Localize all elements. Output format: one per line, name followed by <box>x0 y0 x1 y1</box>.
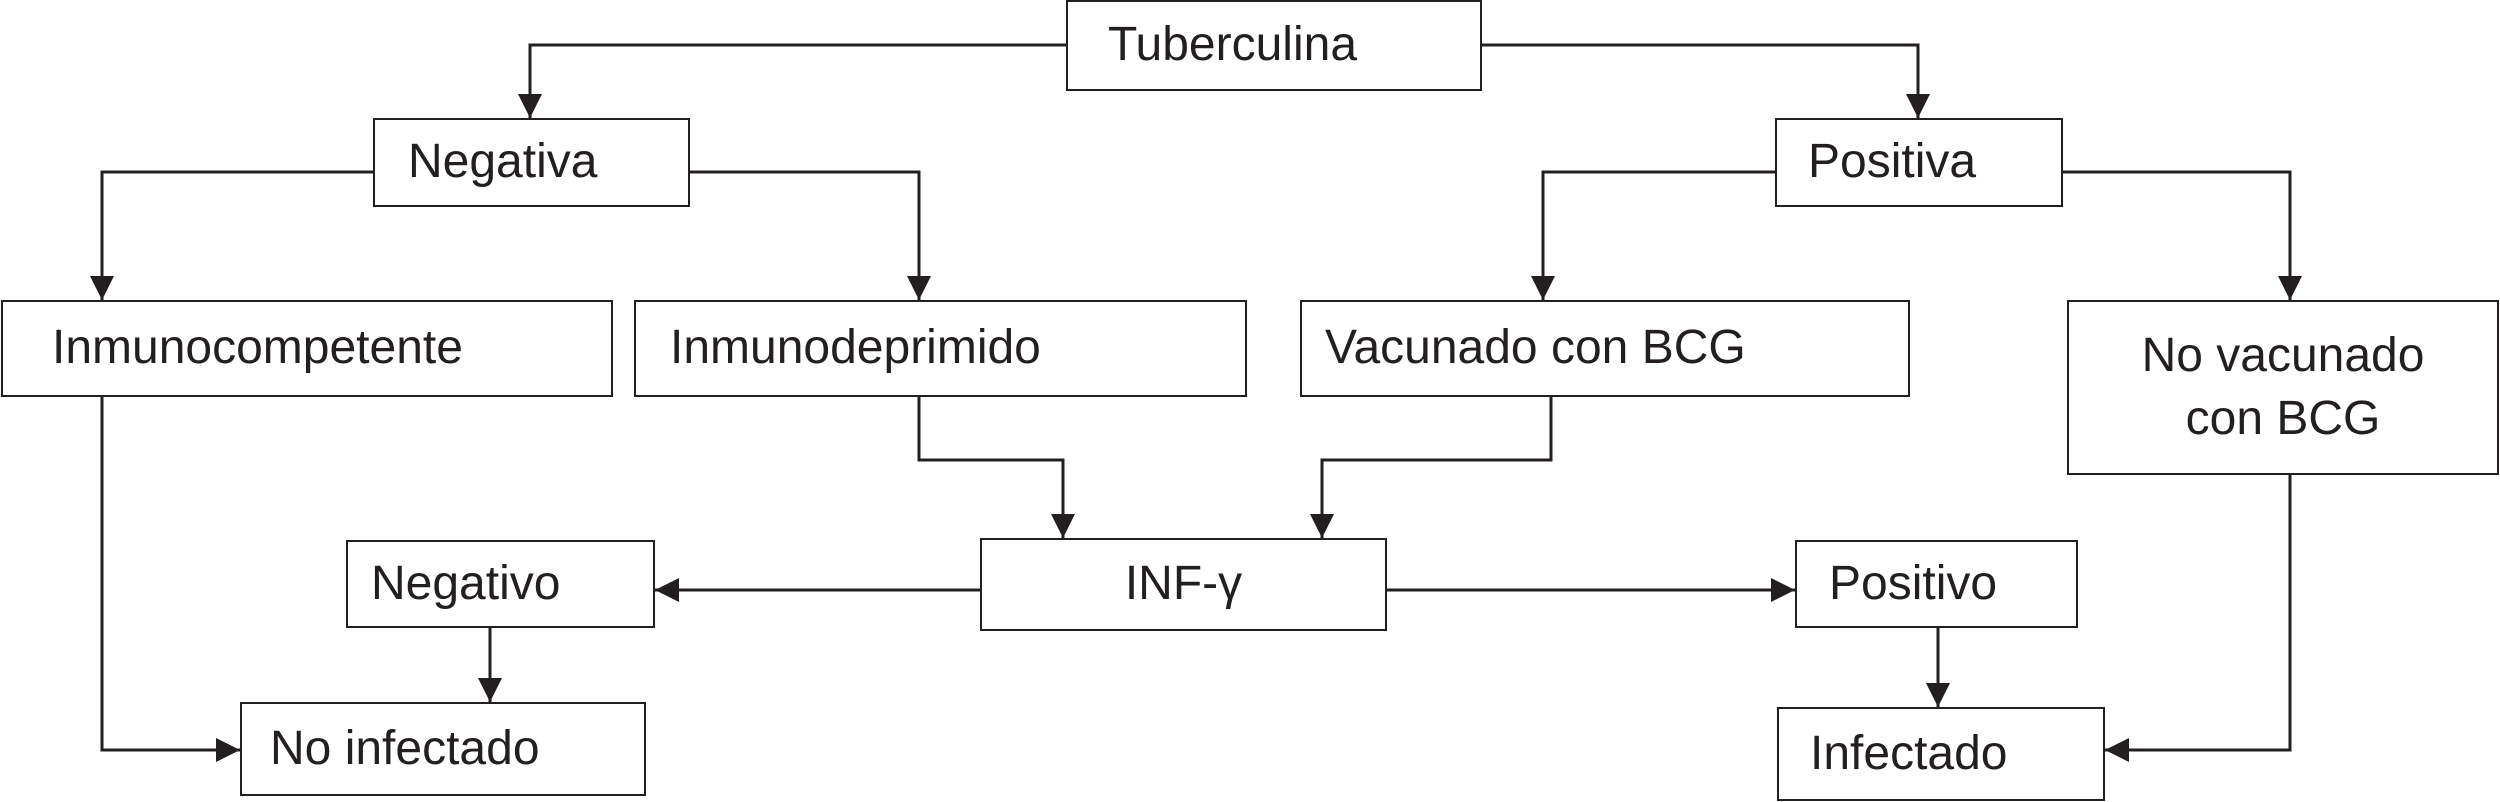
edge-vacunado-inf <box>1310 397 1553 538</box>
node-vacunado: Vacunado con BCG <box>1300 300 1910 397</box>
edge-no-vacunado-infectado <box>2105 475 2292 762</box>
node-inmunodeprimido-label: Inmunodeprimido <box>670 321 1041 375</box>
node-no-infectado: No infectado <box>240 702 646 796</box>
edge-positiva-vacunado <box>1531 170 1775 300</box>
node-negativa-label: Negativa <box>408 135 598 189</box>
node-no-vacunado-label: No vacunado con BCG <box>2141 329 2425 445</box>
edge-negativa-inmunocompetente <box>90 170 373 300</box>
node-negativo-label: Negativo <box>371 556 561 610</box>
node-inmunocompetente: Inmunocompetente <box>1 300 613 397</box>
node-positiva: Positiva <box>1775 118 2063 207</box>
node-no-vacunado: No vacunado con BCG <box>2067 300 2499 475</box>
node-inf-gamma: INF-γ <box>980 538 1387 631</box>
edge-negativa-inmunodeprimido <box>690 170 931 300</box>
node-inmunodeprimido: Inmunodeprimido <box>634 300 1247 397</box>
node-infectado-label: Infectado <box>1810 726 2008 780</box>
node-inmunocompetente-label: Inmunocompetente <box>52 321 463 375</box>
node-positiva-label: Positiva <box>1808 135 1977 189</box>
edge-positiva-no-vacunado <box>2063 170 2302 300</box>
node-tuberculina: Tuberculina <box>1066 0 1482 91</box>
edge-inmunodeprimido-inf <box>917 397 1075 538</box>
node-no-infectado-label: No infectado <box>270 721 540 775</box>
node-positivo-label: Positivo <box>1829 556 1998 610</box>
node-negativo: Negativo <box>346 540 655 628</box>
edge-tuberculina-positiva <box>1482 43 1930 118</box>
node-inf-gamma-label: INF-γ <box>1124 557 1243 611</box>
node-positivo: Positivo <box>1795 540 2078 628</box>
edge-tuberculina-negativa <box>518 43 1066 118</box>
edge-inmunocompetente-no-infectado <box>100 397 240 762</box>
node-vacunado-label: Vacunado con BCG <box>1325 321 1746 375</box>
node-negativa: Negativa <box>373 118 690 207</box>
node-tuberculina-label: Tuberculina <box>1108 18 1358 72</box>
node-infectado: Infectado <box>1777 707 2105 801</box>
